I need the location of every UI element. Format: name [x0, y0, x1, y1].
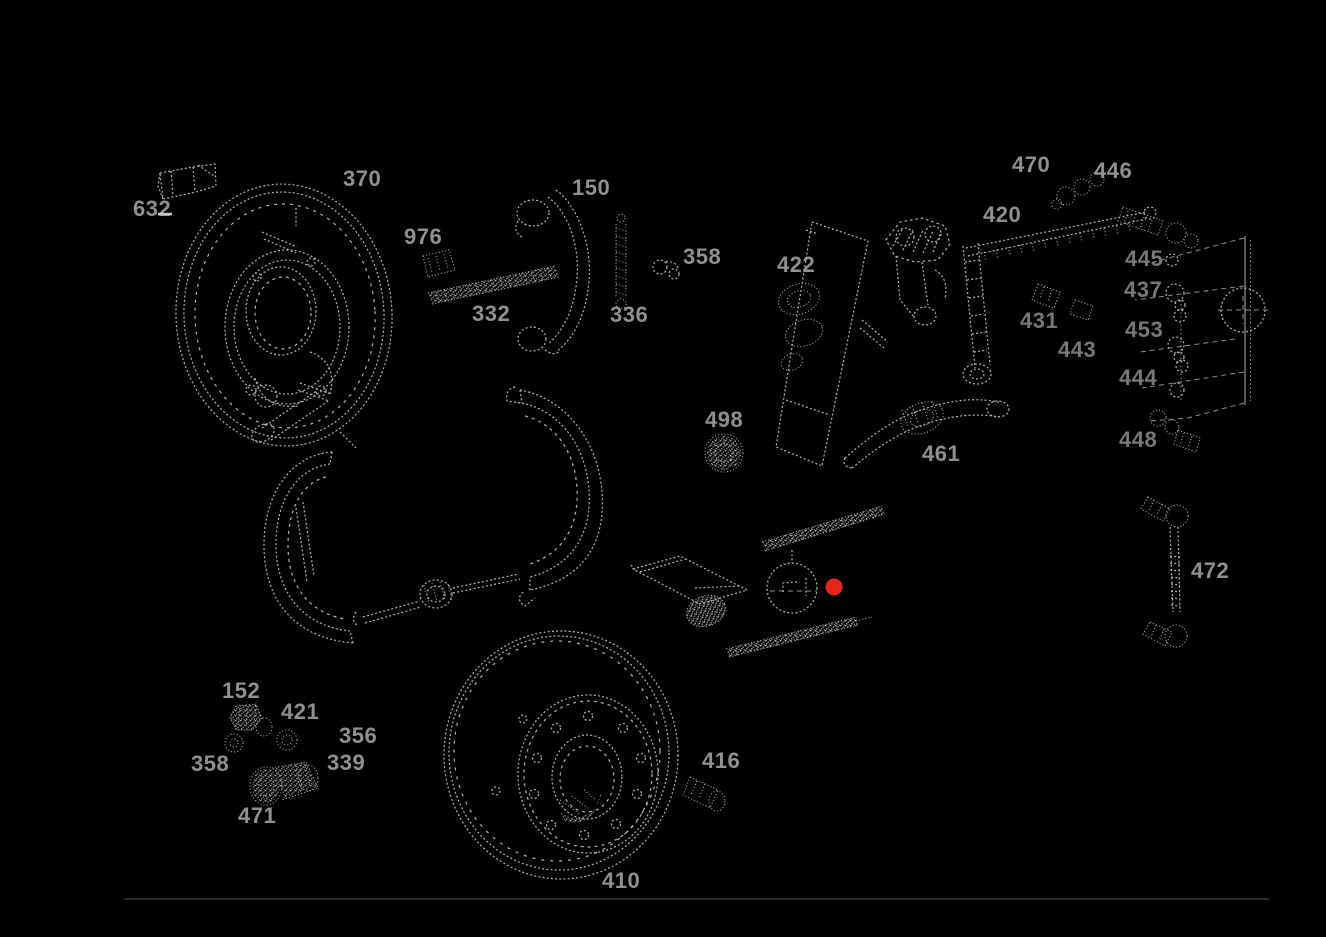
svg-text:472: 472: [1191, 558, 1229, 583]
svg-text:444: 444: [1119, 365, 1157, 390]
svg-text:152: 152: [222, 678, 260, 703]
svg-text:332: 332: [472, 301, 510, 326]
svg-text:448: 448: [1119, 427, 1157, 452]
svg-text:410: 410: [602, 868, 640, 893]
svg-text:461: 461: [922, 441, 960, 466]
svg-text:370: 370: [343, 166, 381, 191]
svg-text:443: 443: [1058, 337, 1096, 362]
svg-text:431: 431: [1020, 308, 1058, 333]
svg-text:422: 422: [777, 252, 815, 277]
svg-text:453: 453: [1125, 317, 1163, 342]
svg-text:356: 356: [339, 723, 377, 748]
svg-text:339: 339: [327, 750, 365, 775]
svg-text:632: 632: [133, 196, 171, 221]
svg-text:498: 498: [705, 407, 743, 432]
svg-text:437: 437: [1124, 277, 1162, 302]
svg-text:421: 421: [281, 699, 319, 724]
svg-text:150: 150: [572, 175, 610, 200]
svg-text:358: 358: [683, 244, 721, 269]
svg-text:471: 471: [238, 803, 276, 828]
svg-text:420: 420: [983, 202, 1021, 227]
svg-text:445: 445: [1125, 246, 1163, 271]
svg-text:976: 976: [404, 224, 442, 249]
svg-text:446: 446: [1094, 158, 1132, 183]
svg-text:470: 470: [1012, 152, 1050, 177]
svg-text:416: 416: [702, 748, 740, 773]
svg-text:358: 358: [191, 751, 229, 776]
svg-text:336: 336: [610, 302, 648, 327]
